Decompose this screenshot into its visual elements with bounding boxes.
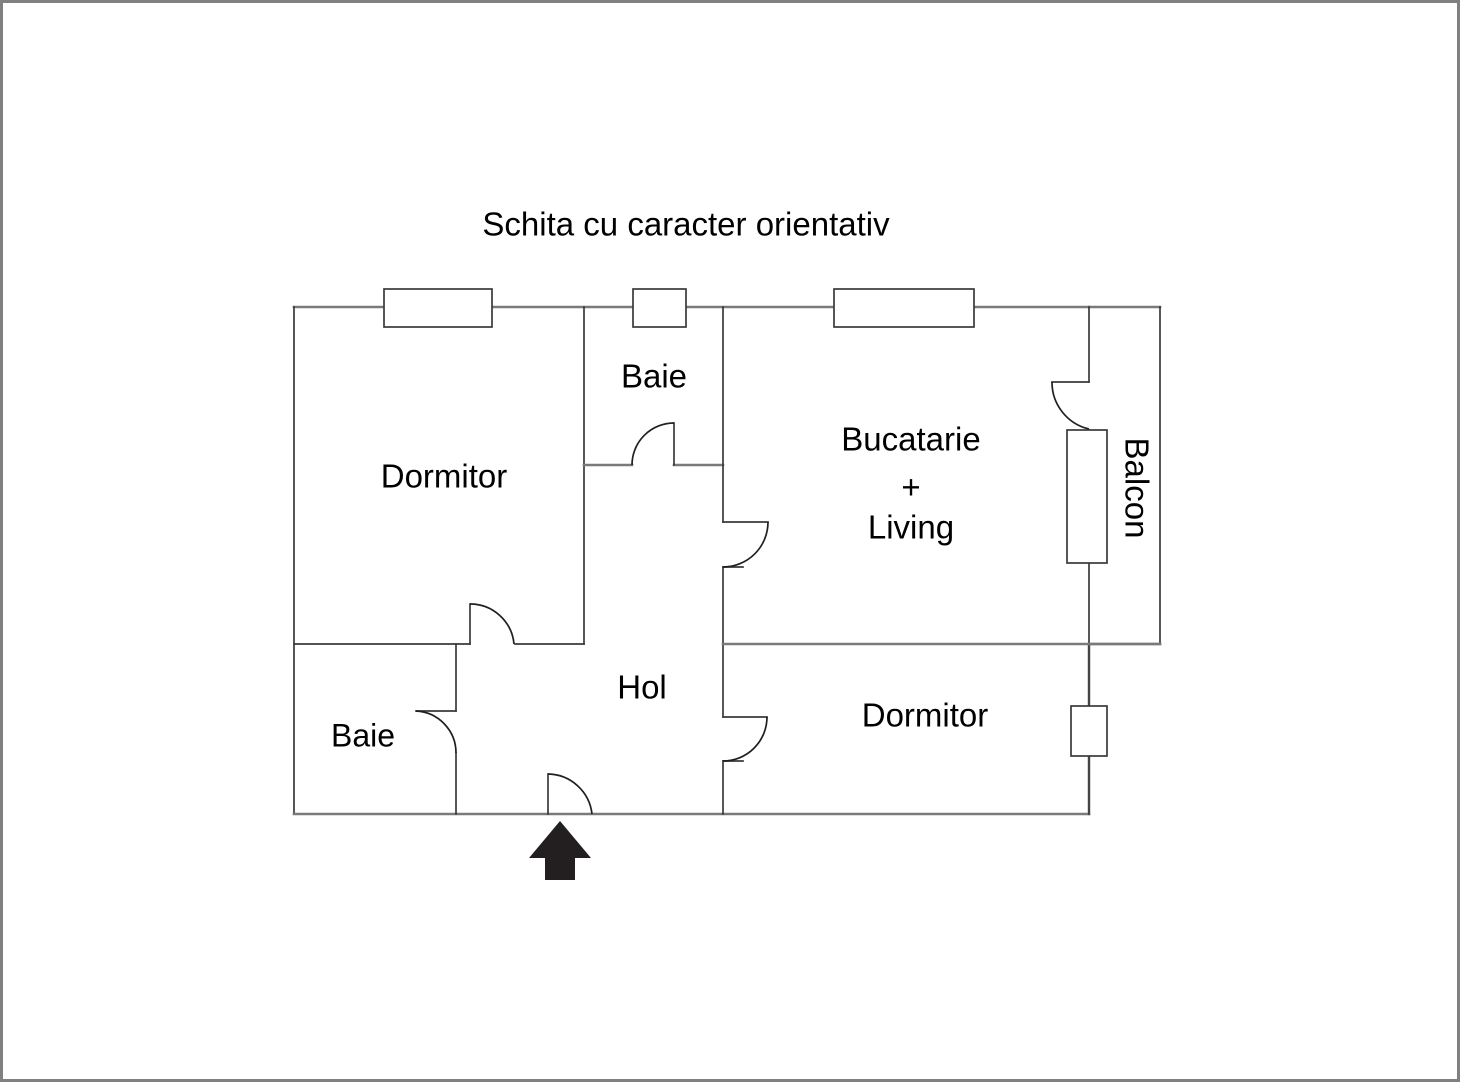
door-arcs	[415, 381, 1090, 815]
interior-walls	[293, 306, 1162, 815]
room-labels: Dormitor Baie Bucatarie + Living Balcon …	[331, 358, 1155, 754]
room-label-dormitor-bottom-right: Dormitor	[862, 697, 989, 734]
room-label-bucatarie: Bucatarie	[841, 421, 980, 458]
entrance-arrow	[529, 821, 591, 880]
room-label-balcon: Balcon	[1118, 438, 1155, 539]
window-top-living	[833, 288, 975, 328]
room-label-dormitor-top-left: Dormitor	[381, 458, 508, 495]
exterior-walls	[292, 305, 1162, 816]
floorplan-drawing: Schita cu caracter orientativ	[292, 206, 1162, 880]
window-top-dormitor	[383, 288, 493, 328]
entrance-arrow-glyph	[529, 821, 591, 880]
windows	[383, 288, 1108, 757]
room-label-bucatarie-plus: +	[901, 469, 920, 506]
window-balcony	[1066, 429, 1108, 564]
door-baie-bottom-arc	[415, 710, 457, 754]
door-balcony-arc	[1051, 381, 1090, 430]
room-label-baie-top: Baie	[621, 358, 687, 395]
window-dormitor-right	[1070, 705, 1108, 757]
door-hol-living-arc	[722, 521, 769, 568]
door-hol-dormitor-arc	[722, 716, 768, 762]
page-title: Schita cu caracter orientativ	[482, 206, 890, 243]
door-dormitor-top-arc	[469, 603, 515, 645]
room-label-baie-bottom: Baie	[331, 717, 395, 753]
door-baie-top-arc	[631, 422, 675, 466]
room-label-hol: Hol	[617, 669, 667, 706]
window-top-baie	[632, 288, 687, 328]
room-label-living: Living	[868, 509, 954, 546]
door-entrance-arc	[547, 773, 593, 815]
